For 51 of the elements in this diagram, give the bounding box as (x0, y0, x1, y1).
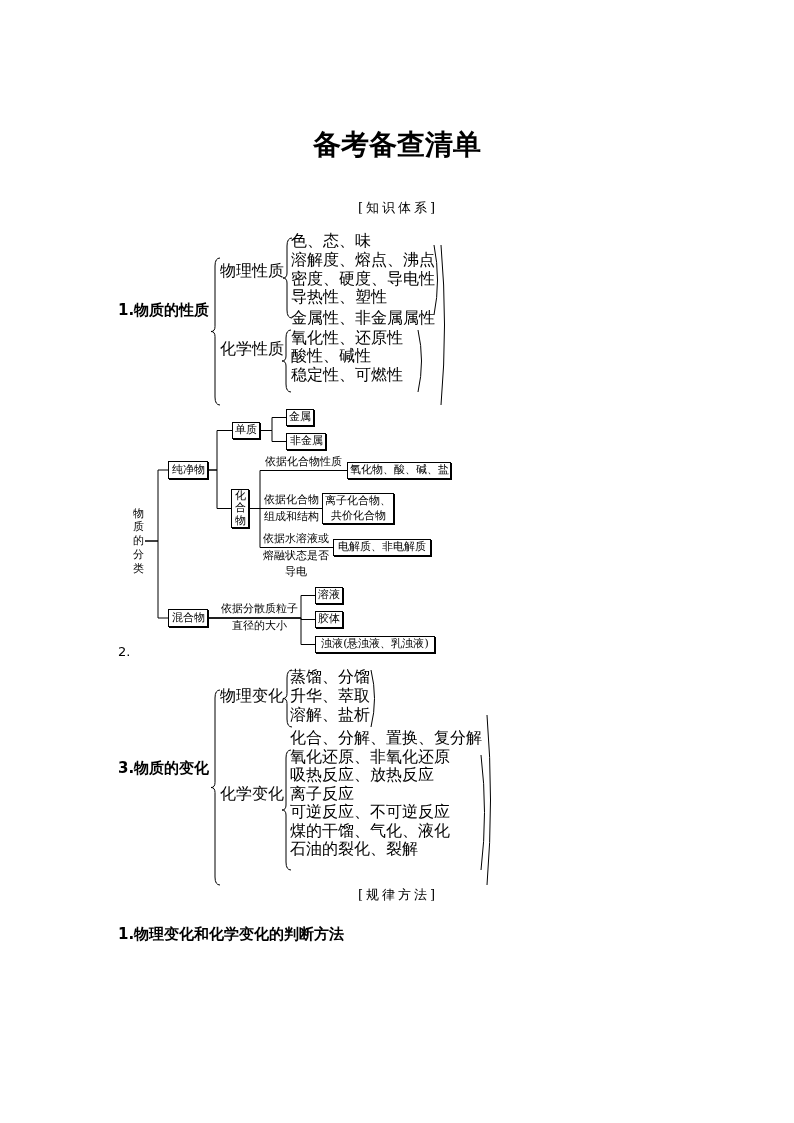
edge-label: 依据水溶液或熔融状态是否导电 (262, 531, 330, 580)
list-text: 升华、萃取 (290, 687, 370, 706)
item-number: 2. (118, 645, 131, 660)
list-text: 色、态、味 (291, 232, 371, 251)
section-title: 1.物质的性质 (118, 302, 210, 320)
category-box: 电解质、非电解质 (333, 539, 431, 556)
list-text: 密度、硬度、导电性 (291, 270, 435, 288)
title: 备考备查清单 (312, 127, 482, 163)
list-text: 酸性、碱性 (291, 347, 371, 366)
list-text: 化合、分解、置换、复分解 (290, 729, 482, 748)
category-box: 纯净物 (168, 461, 208, 479)
connector-line (144, 540, 169, 619)
list-text: 化学变化 (220, 785, 284, 804)
list-text: 溶解度、熔点、沸点 (291, 251, 435, 270)
category-box: 离子化合物、共价化合物 (322, 493, 394, 524)
vertical-label: 物质的分类 (131, 507, 145, 575)
list-text: 溶解、盐析 (290, 706, 370, 725)
connector-line (259, 430, 287, 442)
category-box: 混合物 (168, 609, 208, 627)
category-box: 非金属 (286, 433, 326, 450)
category-box: 胶体 (315, 611, 343, 628)
section-title: 3.物质的变化 (118, 760, 210, 778)
list-text: 蒸馏、分馏 (290, 668, 370, 687)
list-text: 氧化性、还原性 (291, 329, 403, 348)
edge-label: 依据分散质粒子直径的大小 (219, 601, 299, 634)
category-box: 浊液(悬浊液、乳浊液) (315, 636, 435, 653)
list-text: 导热性、塑性 (291, 288, 387, 307)
list-text: 氧化还原、非氧化还原 (290, 748, 450, 766)
section-heading: [知识体系] (358, 201, 439, 216)
list-text: 吸热反应、放热反应 (290, 766, 434, 785)
list-text: 石油的裂化、裂解 (290, 840, 418, 859)
category-box: 金属 (286, 409, 314, 426)
category-box: 氧化物、酸、碱、盐 (347, 462, 451, 479)
list-text: 离子反应 (290, 785, 354, 803)
edge-label: 依据化合物组成和结构 (262, 492, 320, 525)
list-text: 煤的干馏、气化、液化 (290, 822, 450, 841)
section-title: 1.物理变化和化学变化的判断方法 (118, 926, 345, 944)
connector-line (207, 469, 232, 509)
connector-line (207, 617, 316, 645)
list-text: 物理性质 (220, 262, 284, 281)
list-text: 稳定性、可燃性 (291, 366, 403, 385)
edge-label: 依据化合物性质 (263, 454, 343, 470)
list-text: 化学性质 (220, 340, 284, 359)
section-heading: [规律方法] (358, 888, 439, 903)
connector-line (248, 508, 334, 548)
category-box: 溶液 (315, 587, 343, 604)
list-text: 可逆反应、不可逆反应 (290, 803, 450, 822)
category-box: 单质 (232, 422, 260, 439)
list-text: 金属性、非金属属性 (291, 309, 435, 328)
category-box: 化合物 (231, 489, 249, 528)
list-text: 物理变化 (220, 687, 284, 706)
